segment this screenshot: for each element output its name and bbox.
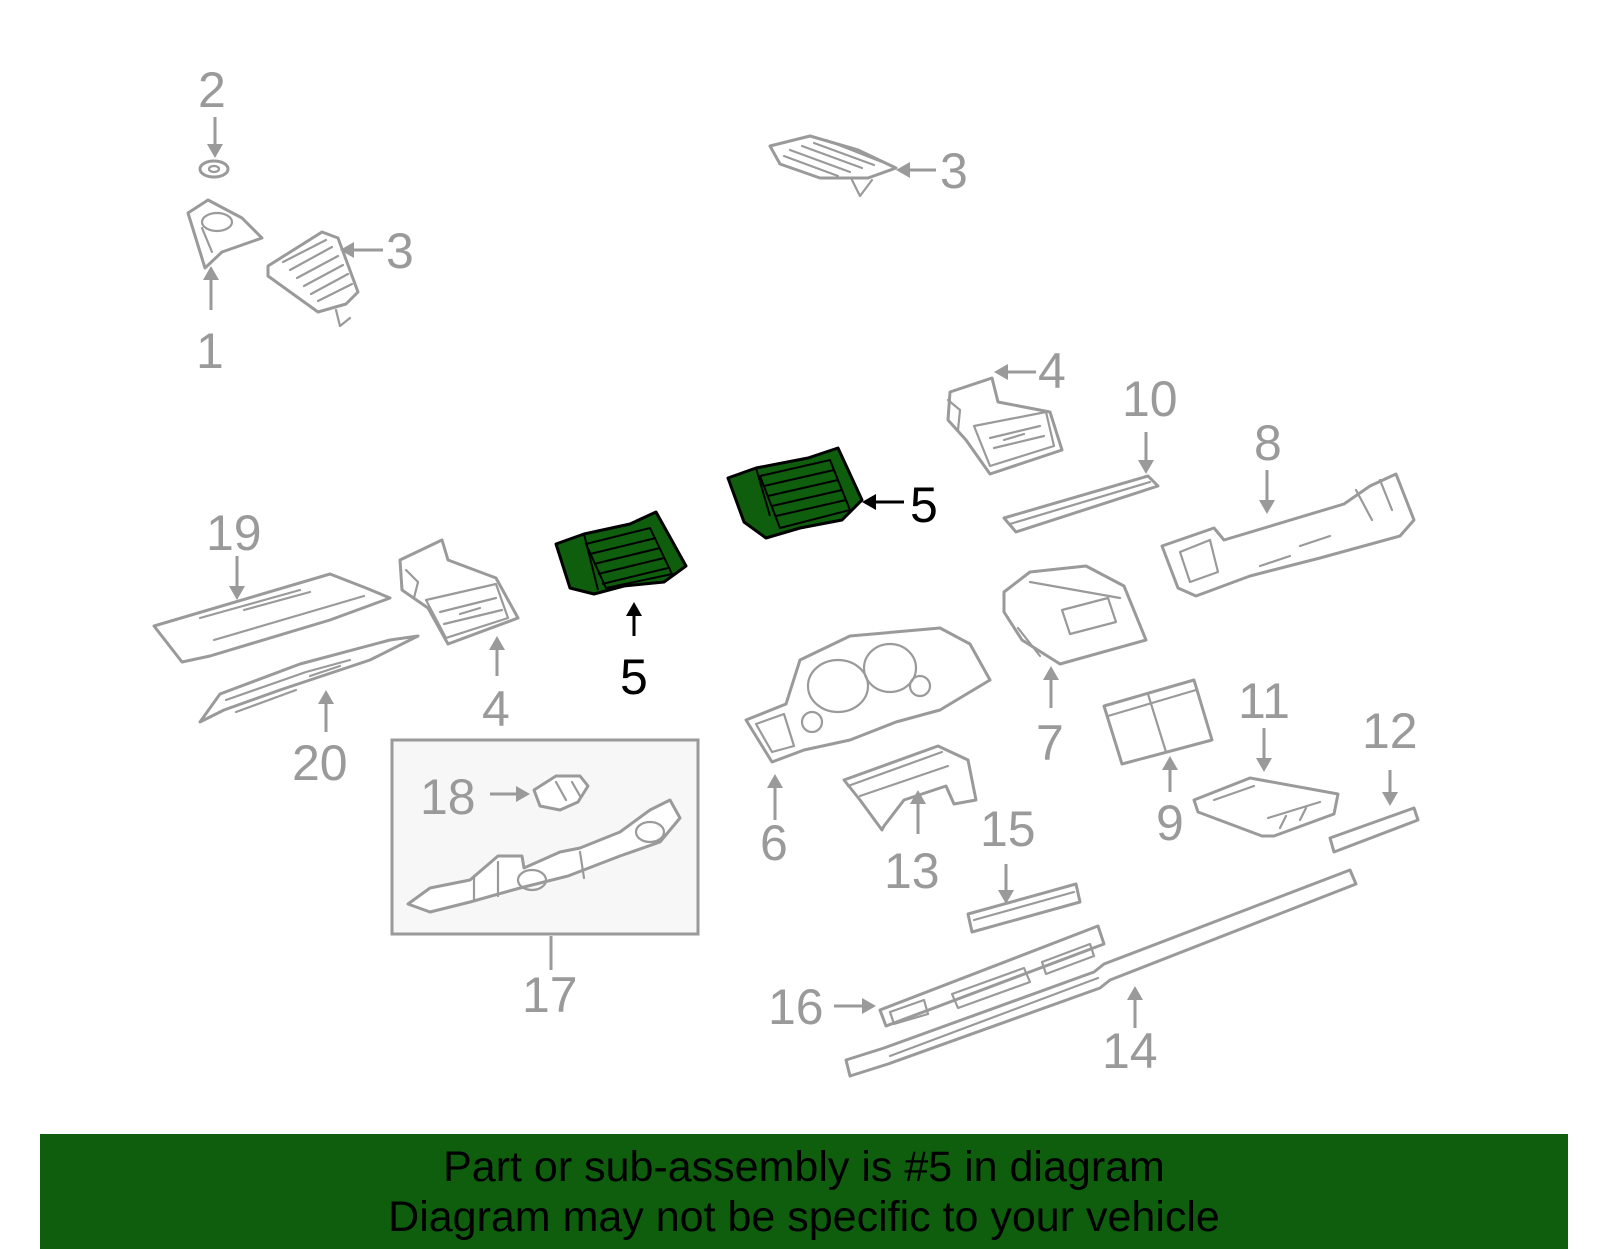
callout-14: 14 [1102, 1023, 1158, 1079]
callout-3-top: 3 [940, 143, 968, 199]
callout-4-left: 4 [482, 681, 510, 737]
callout-16: 16 [768, 979, 824, 1035]
callout-12: 12 [1362, 703, 1418, 759]
callout-4-right: 4 [1038, 343, 1066, 399]
arrow-18 [490, 786, 530, 802]
arrow-2 [207, 117, 223, 158]
arrow-16 [834, 998, 876, 1014]
arrow-13 [910, 790, 926, 834]
part-9-storage-cover[interactable] [1102, 678, 1214, 766]
part-12-small-trim[interactable] [1328, 806, 1420, 854]
arrow-15 [998, 864, 1014, 904]
callout-10: 10 [1122, 371, 1178, 427]
part-17-trim-assembly[interactable] [406, 798, 682, 914]
callout-1: 1 [196, 323, 224, 379]
arrow-5-left [626, 602, 642, 636]
part-19-glove-box-lid[interactable] [152, 572, 392, 664]
part-13-column-cover[interactable] [842, 744, 978, 832]
callout-18: 18 [420, 769, 476, 825]
part-1-bracket[interactable] [186, 198, 264, 270]
callout-6: 6 [760, 815, 788, 871]
arrow-1 [203, 266, 219, 310]
info-banner: Part or sub-assembly is #5 in diagram Di… [40, 1134, 1568, 1249]
part-14-long-trim[interactable] [844, 868, 1358, 1078]
arrow-14 [1127, 986, 1143, 1028]
part-10-trim-strip[interactable] [1002, 474, 1160, 534]
arrow-12 [1382, 770, 1398, 806]
arrow-10 [1138, 432, 1154, 474]
callout-20: 20 [292, 735, 348, 791]
callout-5-right: 5 [910, 477, 938, 533]
callout-11: 11 [1238, 673, 1290, 729]
arrow-11 [1256, 728, 1272, 772]
part-4-vent-right[interactable] [946, 376, 1064, 476]
arrow-4-left [489, 636, 505, 676]
part-15-trim-strip[interactable] [966, 882, 1082, 934]
part-16-decor-trim[interactable] [878, 924, 1106, 1028]
callout-8: 8 [1254, 415, 1282, 471]
part-5-vent-left-highlighted[interactable] [554, 510, 688, 596]
callout-7: 7 [1036, 715, 1064, 771]
arrow-4-right [994, 364, 1036, 380]
arrow-19 [229, 556, 245, 600]
part-7-center-housing[interactable] [1002, 564, 1148, 666]
part-11-module-bracket[interactable] [1192, 776, 1340, 838]
arrow-3-top [896, 162, 936, 178]
arrow-9 [1162, 756, 1178, 792]
part-2-washer[interactable] [198, 159, 230, 179]
arrow-6 [767, 774, 783, 820]
callout-3-left: 3 [386, 223, 414, 279]
callout-19: 19 [206, 505, 262, 561]
part-6-cluster-bezel[interactable] [744, 626, 992, 764]
part-5-vent-right-highlighted[interactable] [726, 446, 864, 540]
part-8-panel-carrier[interactable] [1160, 472, 1416, 598]
arrow-5-right [862, 494, 904, 510]
arrow-3-left [340, 242, 383, 258]
arrow-20 [318, 690, 334, 732]
banner-line-2: Diagram may not be specific to your vehi… [388, 1193, 1220, 1241]
part-3-grille-top[interactable] [768, 134, 898, 198]
part-3-grille-left[interactable] [266, 230, 360, 328]
part-20-glove-box-liner[interactable] [198, 634, 420, 724]
callout-13: 13 [884, 843, 940, 899]
banner-line-1: Part or sub-assembly is #5 in diagram [443, 1143, 1165, 1191]
callout-15: 15 [980, 801, 1036, 857]
callout-5-left: 5 [620, 649, 648, 705]
part-18-clip[interactable] [532, 774, 590, 812]
callout-9: 9 [1156, 795, 1184, 851]
part-4-vent-left[interactable] [398, 538, 520, 646]
arrow-7 [1043, 666, 1059, 708]
callout-17: 17 [522, 967, 578, 1023]
arrow-8 [1259, 470, 1275, 514]
callout-2: 2 [198, 62, 226, 118]
